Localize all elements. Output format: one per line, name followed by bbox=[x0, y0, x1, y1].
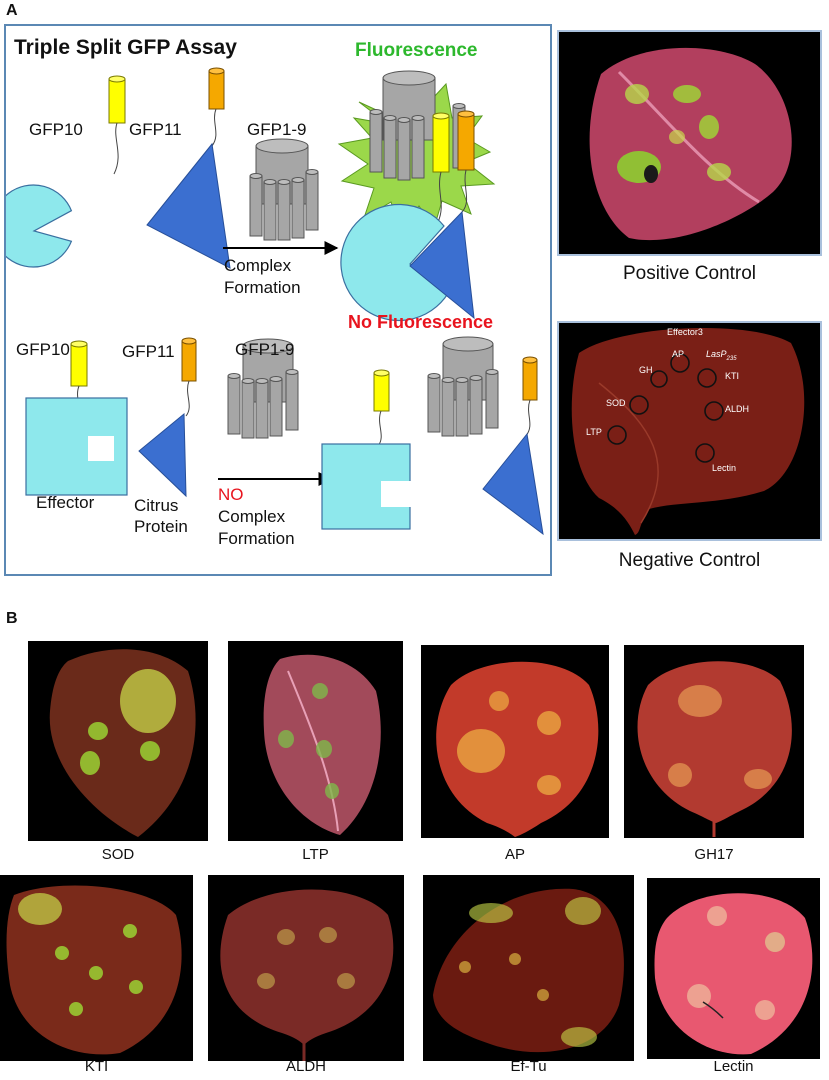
separated-citrus-triangle bbox=[482, 432, 544, 536]
gfp11-label-bottom: GFP11 bbox=[122, 342, 175, 361]
caption-ef-tu: Ef-Tu bbox=[510, 1058, 547, 1075]
positive-control-caption: Positive Control bbox=[622, 263, 757, 284]
citrus-triangle-bottom bbox=[138, 412, 187, 498]
neg-label-lasp-sub: 235 bbox=[726, 355, 737, 362]
panel-a-letter: A bbox=[6, 2, 18, 19]
separated-effector-notch bbox=[381, 481, 411, 507]
no-fluorescence-label: No Fluorescence bbox=[348, 312, 494, 332]
triangle-shape-top bbox=[146, 142, 231, 269]
complex-gfp10-gfp11 bbox=[432, 110, 475, 223]
separated-gfp11 bbox=[522, 356, 538, 437]
neg-label-aldh: ALDH bbox=[725, 404, 750, 414]
gfp11-cylinder-top bbox=[208, 67, 225, 147]
gfp1-9-barrel-bottom bbox=[227, 338, 299, 439]
no-complex-label: NO bbox=[218, 485, 244, 504]
triangle-shape-complex bbox=[409, 210, 475, 320]
photo-ltp bbox=[228, 641, 403, 841]
caption-ap: AP bbox=[504, 846, 525, 863]
photo-ap bbox=[421, 645, 609, 838]
neg-label-lectin: Lectin bbox=[712, 463, 737, 473]
photo-kti bbox=[0, 875, 193, 1061]
gfp1-9-barrel-top bbox=[249, 138, 319, 241]
separated-gfp10 bbox=[373, 369, 390, 447]
neg-label-gh: GH bbox=[639, 365, 653, 375]
photo-sod bbox=[28, 641, 208, 841]
negative-control-caption: Negative Control bbox=[618, 550, 761, 571]
assay-diagram-svg bbox=[0, 67, 544, 536]
gfp10-label-bottom: GFP10 bbox=[16, 340, 70, 359]
caption-lectin: Lectin bbox=[713, 1058, 754, 1075]
effector-label: Effector bbox=[36, 493, 95, 512]
separated-gfp1-9-barrel bbox=[427, 336, 499, 437]
complex-label-top: Complex bbox=[224, 256, 292, 275]
caption-kti: KTI bbox=[84, 1058, 109, 1075]
neg-label-kti: KTI bbox=[725, 371, 740, 381]
citrus-label-line2: Protein bbox=[134, 517, 188, 536]
photo-ef-tu bbox=[423, 875, 634, 1061]
gfp1-9-label-top: GFP1-9 bbox=[247, 120, 307, 139]
neg-label-lasp: LasP235 bbox=[706, 349, 737, 362]
neg-label-lasp-main: LasP bbox=[706, 349, 727, 359]
photo-gh17 bbox=[624, 645, 804, 838]
gfp1-9-label-bottom: GFP1-9 bbox=[235, 340, 295, 359]
fluorescence-label: Fluorescence bbox=[355, 40, 478, 61]
gfp11-cylinder-bottom bbox=[181, 337, 197, 417]
complex-barrel bbox=[369, 70, 466, 181]
caption-gh17: GH17 bbox=[694, 846, 734, 863]
citrus-label-line1: Citrus bbox=[134, 496, 179, 515]
formation-label-bottom: Formation bbox=[218, 529, 295, 548]
effector-notch bbox=[88, 436, 114, 461]
caption-ltp: LTP bbox=[302, 846, 329, 863]
gfp10-label-top: GFP10 bbox=[29, 120, 83, 139]
neg-label-ltp: LTP bbox=[586, 427, 602, 437]
gfp11-label-top: GFP11 bbox=[129, 120, 182, 139]
neg-label-ap: AP bbox=[672, 349, 685, 359]
neg-label-effector3: Effector3 bbox=[667, 327, 703, 337]
negative-control-photo: Effector3 AP LasP235 GH KTI SOD ALDH LTP… bbox=[557, 321, 822, 541]
neg-label-sod: SOD bbox=[606, 398, 626, 408]
assay-diagram-box: Triple Split GFP Assay Fluorescence GFP1… bbox=[0, 24, 552, 576]
complex-label-bottom: Complex bbox=[218, 507, 286, 526]
panel-b-letter: B bbox=[6, 610, 18, 627]
pacman-shape-complex bbox=[340, 203, 452, 322]
caption-sod: SOD bbox=[101, 846, 135, 863]
caption-aldh: ALDH bbox=[285, 1058, 326, 1075]
photo-lectin bbox=[647, 878, 820, 1059]
photo-aldh bbox=[208, 875, 404, 1061]
gfp10-cylinder-top bbox=[108, 75, 126, 175]
formation-label-top: Formation bbox=[224, 278, 301, 297]
pacman-shape-top bbox=[0, 184, 73, 268]
positive-control-photo bbox=[557, 30, 822, 256]
assay-title: Triple Split GFP Assay bbox=[14, 36, 237, 59]
